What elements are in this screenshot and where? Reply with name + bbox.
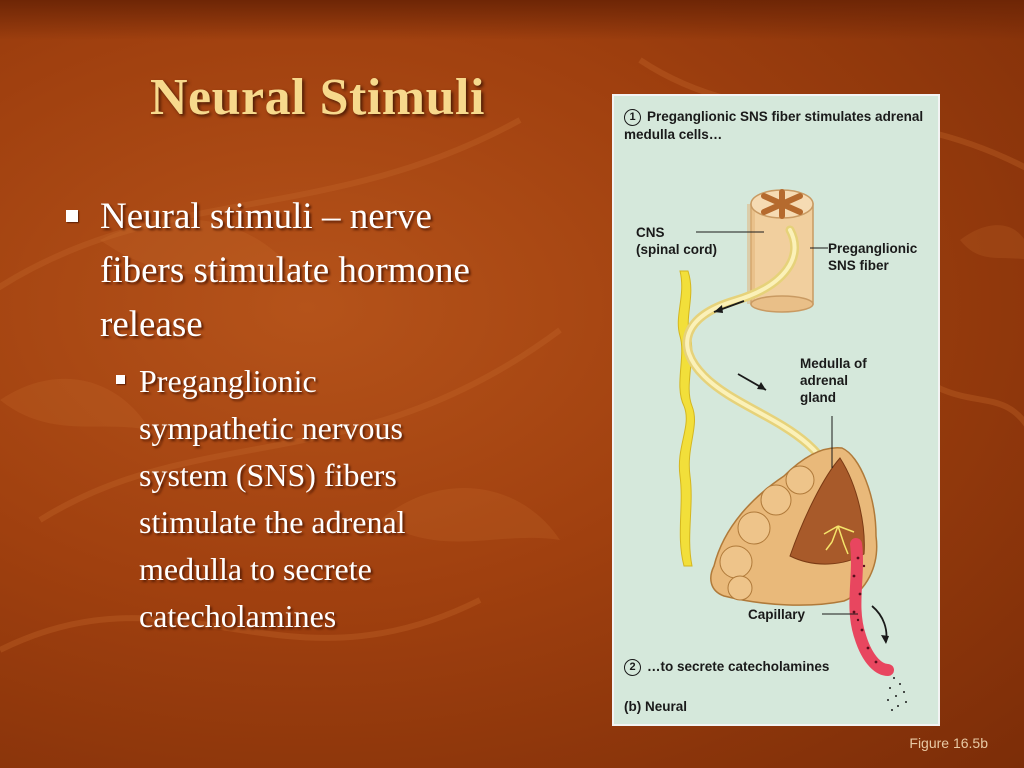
adrenal-illustration [677,189,907,711]
bullet-text: Neural stimuli – nerve fibers stimulate … [100,196,470,345]
step-2-text: 2…to secrete catecholamines [624,658,914,676]
step-2-number: 2 [624,659,641,676]
catecholamine-dots [887,677,907,711]
label-cns: CNS (spinal cord) [636,225,718,257]
sub-bullet-text: Preganglionic sympathetic nervous system… [139,363,406,634]
adrenal-gland-illustration [710,447,878,606]
bullet-list: Neural stimuli – nerve fibers stimulate … [62,190,522,640]
capillary-illustration [849,538,894,676]
sub-bullet-square-icon [116,375,125,384]
label-capillary: Capillary [748,607,806,622]
bullet-square-icon [66,210,78,222]
bullet-item: Neural stimuli – nerve fibers stimulate … [62,190,522,352]
panel-label: (b) Neural [624,699,688,714]
step-1-number: 1 [624,109,641,126]
nerve-bundle [677,270,696,567]
sub-bullet-item: Preganglionic sympathetic nervous system… [112,358,472,640]
label-medulla: Medulla of adrenal gland [800,356,867,405]
label-preganglionic: Preganglionic SNS fiber [828,241,918,273]
figure-caption: Figure 16.5b [909,735,988,751]
slide-title: Neural Stimuli [150,69,485,126]
